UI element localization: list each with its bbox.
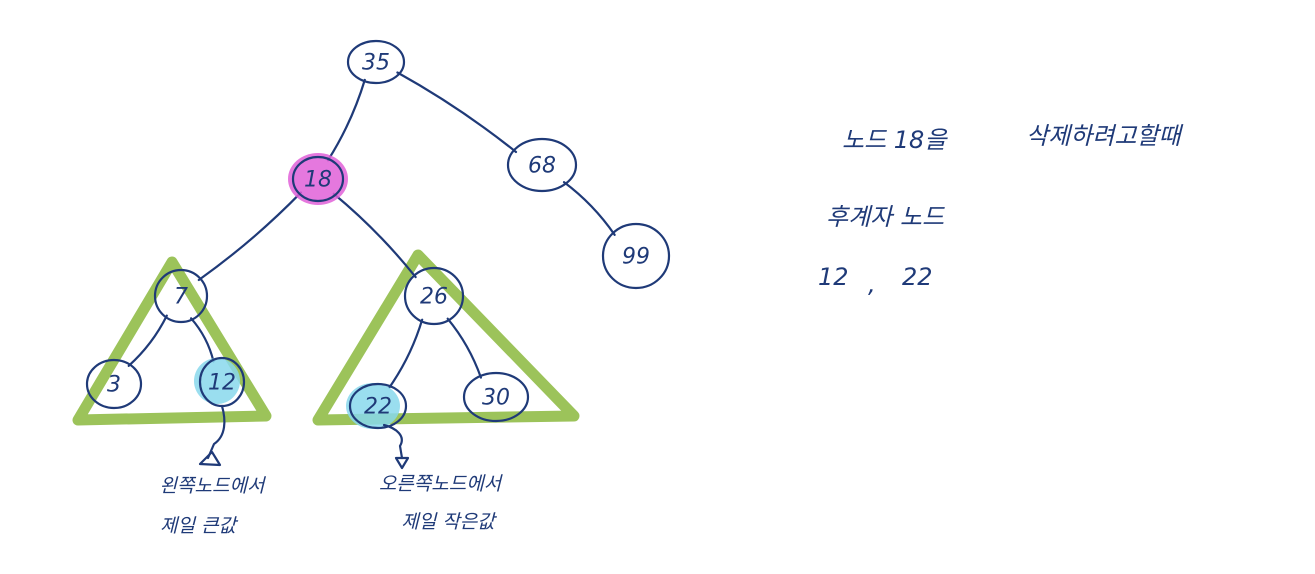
node-circle (601, 222, 671, 290)
node-label: 12 (208, 371, 236, 396)
node-circle (85, 358, 143, 410)
note-separator: , (868, 270, 876, 298)
tree-node-35: 35 (346, 39, 406, 85)
node-label: 35 (362, 51, 390, 76)
node-circle (153, 268, 209, 324)
successor-highlight-12 (194, 358, 240, 404)
edge-n26-n30 (446, 317, 483, 379)
right-caption-arrowhead (394, 456, 410, 470)
right-caption-arrow (382, 423, 404, 460)
note-line1-part1: 노드 18을 (842, 126, 948, 154)
node-circle (291, 155, 345, 203)
left-subtree-triangle (72, 256, 272, 426)
tree-node-99: 99 (601, 222, 671, 290)
node-label: 7 (174, 285, 188, 310)
node-label: 18 (304, 168, 332, 193)
edge-n26-n22 (388, 318, 424, 389)
node-label: 30 (482, 386, 510, 411)
tree-node-68: 68 (506, 137, 578, 193)
node-label: 99 (622, 245, 650, 270)
node-circle (346, 39, 406, 85)
edge-n18-n7 (197, 191, 302, 282)
node-circle (506, 137, 578, 193)
tree-node-26: 26 (403, 266, 465, 326)
edge-n18-n26 (332, 192, 417, 279)
right-caption-line1: 오른쪽노드에서 (379, 473, 504, 495)
successor-highlight-22 (346, 383, 400, 429)
left-caption-arrow (206, 404, 226, 460)
tree-node-18: 18 (291, 155, 345, 203)
tree-node-30: 30 (462, 371, 530, 423)
node-label: 3 (107, 373, 121, 398)
right-subtree-triangle (312, 249, 580, 426)
edge-n35-n18 (326, 78, 366, 162)
note-line1-part2: 삭제하려고할때 (1026, 122, 1183, 150)
left-caption-line2: 제일 큰값 (160, 515, 238, 537)
node-circle (462, 371, 530, 423)
right-caption-line2: 제일 작은값 (401, 511, 497, 533)
node-label: 26 (420, 285, 448, 310)
note-successor-12: 12 (818, 263, 849, 291)
tree-nodes: 35 18 68 99 7 3 12 26 22 30 (85, 39, 671, 430)
node-circle (403, 266, 465, 326)
tree-node-3: 3 (85, 358, 143, 410)
node-label: 22 (364, 395, 392, 420)
node-label: 68 (528, 154, 556, 179)
note-successor-22: 22 (902, 263, 933, 291)
edge-n35-n68 (396, 71, 518, 154)
note-line2: 후계자 노드 (826, 203, 945, 231)
node-circle (348, 382, 408, 430)
left-caption-arrowhead (198, 450, 222, 467)
tree-node-22: 22 (348, 382, 408, 430)
tree-node-7: 7 (153, 268, 209, 324)
left-caption-line1: 왼쪽노드에서 (160, 475, 267, 497)
edge-n7-n12 (189, 317, 215, 363)
edge-n7-n3 (127, 314, 168, 367)
tree-node-12: 12 (198, 356, 246, 408)
delete-node-highlight (288, 153, 348, 205)
edge-n68-n99 (562, 181, 616, 236)
tree-edges (127, 71, 616, 389)
